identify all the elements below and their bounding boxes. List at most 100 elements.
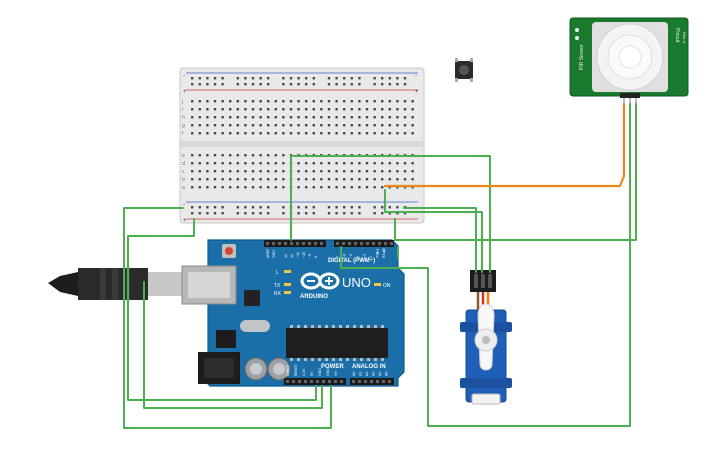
rail-hole[interactable] (305, 83, 308, 86)
breadboard-hole[interactable] (343, 162, 346, 165)
breadboard-hole[interactable] (403, 124, 407, 127)
breadboard-hole[interactable] (221, 162, 224, 165)
breadboard-hole[interactable] (221, 108, 224, 111)
header-hole[interactable] (352, 380, 355, 383)
breadboard-hole[interactable] (198, 162, 201, 165)
breadboard-hole[interactable] (388, 162, 391, 165)
rail-hole[interactable] (244, 212, 247, 215)
rail-hole[interactable] (388, 77, 391, 80)
rail-hole[interactable] (388, 83, 391, 86)
breadboard-hole[interactable] (191, 124, 194, 127)
breadboard-hole[interactable] (350, 124, 353, 127)
rail-hole[interactable] (358, 212, 361, 215)
rail-hole[interactable] (282, 77, 285, 80)
breadboard-hole[interactable] (373, 162, 376, 165)
header-hole[interactable] (310, 380, 313, 383)
breadboard-hole[interactable] (381, 178, 384, 181)
breadboard-hole[interactable] (343, 124, 346, 127)
rail-hole[interactable] (236, 206, 239, 209)
rail-hole[interactable] (343, 83, 346, 86)
rail-hole[interactable] (198, 77, 201, 80)
breadboard-hole[interactable] (327, 186, 331, 189)
breadboard-hole[interactable] (282, 100, 285, 103)
breadboard-hole[interactable] (411, 100, 414, 103)
breadboard-hole[interactable] (236, 162, 239, 165)
breadboard-hole[interactable] (305, 100, 308, 103)
header-hole[interactable] (370, 380, 373, 383)
header-hole[interactable] (358, 380, 361, 383)
header-hole[interactable] (364, 380, 367, 383)
header-hole[interactable] (296, 242, 299, 245)
breadboard-hole[interactable] (335, 178, 338, 181)
breadboard-hole[interactable] (381, 170, 384, 173)
rail-hole[interactable] (373, 83, 376, 86)
breadboard-hole[interactable] (312, 124, 315, 127)
rail-hole[interactable] (343, 212, 346, 215)
breadboard-hole[interactable] (411, 170, 414, 173)
breadboard-hole[interactable] (358, 132, 361, 135)
rail-hole[interactable] (267, 77, 270, 80)
breadboard-hole[interactable] (259, 170, 262, 173)
rail-hole[interactable] (373, 212, 376, 215)
header-hole[interactable] (284, 242, 287, 245)
breadboard-hole[interactable] (198, 100, 201, 103)
breadboard-hole[interactable] (305, 162, 308, 165)
breadboard-hole[interactable] (244, 116, 247, 119)
breadboard-hole[interactable] (411, 186, 414, 189)
rail-hole[interactable] (213, 83, 217, 86)
breadboard-hole[interactable] (343, 100, 346, 103)
breadboard-hole[interactable] (320, 186, 323, 189)
header-hole[interactable] (360, 242, 363, 245)
breadboard-hole[interactable] (244, 132, 247, 135)
breadboard-hole[interactable] (343, 170, 346, 173)
breadboard-hole[interactable] (320, 124, 323, 127)
breadboard-hole[interactable] (388, 100, 391, 103)
rail-hole[interactable] (259, 77, 262, 80)
rail-hole[interactable] (191, 212, 194, 215)
breadboard-hole[interactable] (327, 124, 331, 127)
breadboard-hole[interactable] (312, 186, 315, 189)
header-hole[interactable] (308, 242, 311, 245)
rail-hole[interactable] (191, 206, 194, 209)
header-hole[interactable] (354, 242, 357, 245)
header-hole[interactable] (376, 380, 379, 383)
breadboard-hole[interactable] (191, 186, 194, 189)
breadboard-hole[interactable] (282, 154, 285, 157)
rail-hole[interactable] (396, 83, 399, 86)
breadboard-hole[interactable] (297, 124, 300, 127)
breadboard-hole[interactable] (388, 108, 391, 111)
breadboard-hole[interactable] (259, 186, 262, 189)
breadboard-hole[interactable] (388, 116, 391, 119)
breadboard-hole[interactable] (350, 186, 353, 189)
header-hole[interactable] (384, 242, 387, 245)
breadboard-hole[interactable] (282, 162, 285, 165)
rail-hole[interactable] (206, 77, 209, 80)
rail-hole[interactable] (221, 83, 224, 86)
rail-hole[interactable] (236, 212, 239, 215)
breadboard-hole[interactable] (320, 116, 323, 119)
rail-hole[interactable] (198, 206, 201, 209)
rail-hole[interactable] (388, 212, 391, 215)
breadboard-hole[interactable] (373, 178, 376, 181)
breadboard-hole[interactable] (335, 132, 338, 135)
breadboard-hole[interactable] (403, 162, 407, 165)
breadboard-hole[interactable] (213, 124, 217, 127)
breadboard-hole[interactable] (198, 116, 201, 119)
breadboard-hole[interactable] (312, 170, 315, 173)
breadboard-hole[interactable] (191, 154, 194, 157)
breadboard-hole[interactable] (305, 116, 308, 119)
rail-hole[interactable] (403, 77, 407, 80)
rail-hole[interactable] (282, 212, 285, 215)
breadboard-hole[interactable] (229, 170, 232, 173)
breadboard-hole[interactable] (191, 178, 194, 181)
arduino-uno[interactable]: L TX RX ON ARDUINO UNO DIGITAL (PWM~) PO… (48, 239, 405, 387)
breadboard-hole[interactable] (236, 154, 239, 157)
rail-hole[interactable] (343, 206, 346, 209)
rail-hole[interactable] (335, 212, 338, 215)
breadboard-hole[interactable] (289, 124, 293, 127)
rail-hole[interactable] (297, 77, 300, 80)
header-hole[interactable] (366, 242, 369, 245)
rail-hole[interactable] (289, 83, 293, 86)
rail-hole[interactable] (396, 212, 399, 215)
breadboard-hole[interactable] (282, 178, 285, 181)
